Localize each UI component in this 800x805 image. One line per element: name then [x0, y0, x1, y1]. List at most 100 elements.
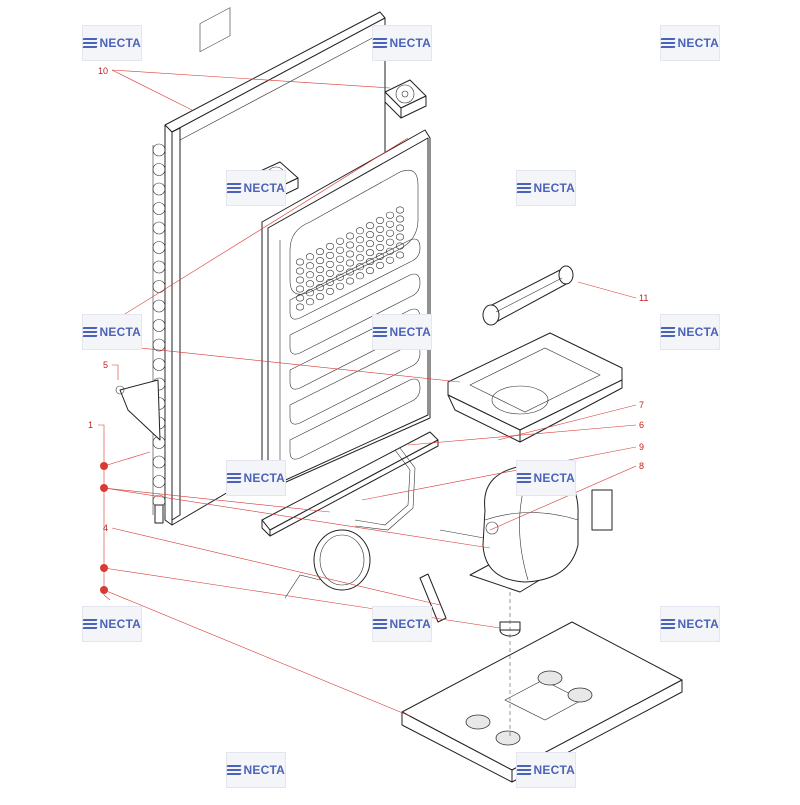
- evaporator-dimple: [305, 280, 315, 288]
- thermostat-bracket: [115, 379, 161, 441]
- evaporator-dimple: [315, 293, 325, 301]
- evaporator-dimple: [335, 255, 345, 263]
- evaporator-dimple: [375, 261, 385, 269]
- watermark-logo: NECTA: [82, 25, 142, 61]
- evaporator-dimple: [295, 303, 305, 311]
- coil-loop: [152, 475, 166, 488]
- evaporator-dimple: [295, 285, 305, 293]
- evaporator-dimple: [335, 246, 345, 254]
- evaporator-dimple: [355, 272, 365, 280]
- evaporator-dimple: [315, 275, 325, 283]
- evaporator-dimple: [335, 282, 345, 290]
- callout-11: 11: [639, 293, 648, 303]
- necta-logo-icon: [516, 472, 532, 484]
- necta-logo-icon: [226, 764, 242, 776]
- necta-logo-icon: [226, 182, 242, 194]
- evaporator-plate: [261, 129, 431, 491]
- evaporator-dimple: [335, 237, 345, 245]
- fan-upper-right: [384, 79, 427, 119]
- evaporator-dimple: [365, 240, 375, 248]
- evaporator-dimple: [385, 229, 395, 237]
- evaporator-dimple: [375, 225, 385, 233]
- necta-logo-icon: [82, 618, 98, 630]
- evaporator-dimple: [395, 206, 405, 214]
- evaporator-dimple: [325, 278, 335, 286]
- necta-logo-icon: [82, 37, 98, 49]
- watermark-logo: NECTA: [372, 606, 432, 642]
- necta-logo-icon: [372, 326, 388, 338]
- evaporator-dimple: [395, 215, 405, 223]
- watermark-logo: NECTA: [372, 314, 432, 350]
- evaporator-dimple: [375, 243, 385, 251]
- evaporator-dimple: [365, 267, 375, 275]
- watermark-logo: NECTA: [372, 25, 432, 61]
- coil-loop: [152, 182, 166, 196]
- refrigerant-piping: [284, 447, 416, 599]
- lower-rail: [261, 431, 439, 537]
- coil-loop: [152, 338, 166, 352]
- drip-tray: [447, 332, 623, 443]
- evaporator-dimple: [315, 248, 325, 256]
- evaporator-dimple: [335, 264, 345, 272]
- evaporator-dimple: [305, 271, 315, 279]
- evaporator-dimple: [395, 242, 405, 250]
- leader-lines: [98, 69, 637, 717]
- evaporator-dimple: [355, 227, 365, 235]
- evaporator-dimple: [325, 269, 335, 277]
- callout-5: 5: [103, 360, 108, 370]
- watermark-logo: NECTA: [226, 460, 286, 496]
- necta-logo-icon: [660, 37, 676, 49]
- watermark-logo: NECTA: [516, 170, 576, 206]
- coil-loop: [152, 241, 166, 254]
- watermark-logo: NECTA: [660, 314, 720, 350]
- evaporator-dimple: [355, 254, 365, 262]
- evaporator-dimple: [345, 241, 355, 249]
- evaporator-dimple: [395, 224, 405, 232]
- evaporator-dimple: [295, 276, 305, 284]
- evaporator-dimple: [375, 216, 385, 224]
- evaporator-dimple: [355, 236, 365, 244]
- coil-loop: [152, 202, 166, 215]
- callout-10: 10: [98, 66, 108, 76]
- heater-tube: [482, 265, 574, 326]
- evaporator-dimple: [385, 220, 395, 228]
- watermark-logo: NECTA: [226, 752, 286, 788]
- necta-logo-icon: [226, 472, 242, 484]
- coil-loop: [152, 299, 166, 313]
- evaporator-dimple: [345, 259, 355, 267]
- coil-loop: [152, 221, 166, 235]
- necta-logo-icon: [372, 37, 388, 49]
- evaporator-dimple: [305, 262, 315, 270]
- necta-logo-icon: [372, 618, 388, 630]
- evaporator-dimple: [325, 251, 335, 259]
- evaporator-dimple: [395, 251, 405, 259]
- evaporator-dimple: [385, 256, 395, 264]
- evaporator-dimple: [365, 231, 375, 239]
- evaporator-dimple: [315, 284, 325, 292]
- capillary-filter: [419, 573, 447, 623]
- evaporator-dimple: [305, 298, 315, 306]
- evaporator-dimple: [375, 234, 385, 242]
- evaporator-dimple: [385, 247, 395, 255]
- coil-loop: [152, 143, 166, 157]
- watermark-logo: NECTA: [82, 314, 142, 350]
- coil-loop: [152, 280, 166, 293]
- evaporator-dimple: [325, 242, 335, 250]
- callout-6: 6: [639, 420, 644, 430]
- watermark-logo: NECTA: [226, 170, 286, 206]
- callout-1: 1: [88, 420, 93, 430]
- evaporator-dimple: [305, 253, 315, 261]
- evaporator-dimple: [365, 222, 375, 230]
- watermark-logo: NECTA: [660, 606, 720, 642]
- evaporator-dimple: [315, 266, 325, 274]
- evaporator-dimple: [315, 257, 325, 265]
- evaporator-dimple: [355, 245, 365, 253]
- side-condenser-coil: [152, 143, 166, 515]
- evaporator-dimple: [345, 250, 355, 258]
- evaporator-dimple: [385, 238, 395, 246]
- callout-8: 8: [639, 461, 644, 471]
- evaporator-dimple: [395, 233, 405, 241]
- callout-9: 9: [639, 442, 644, 452]
